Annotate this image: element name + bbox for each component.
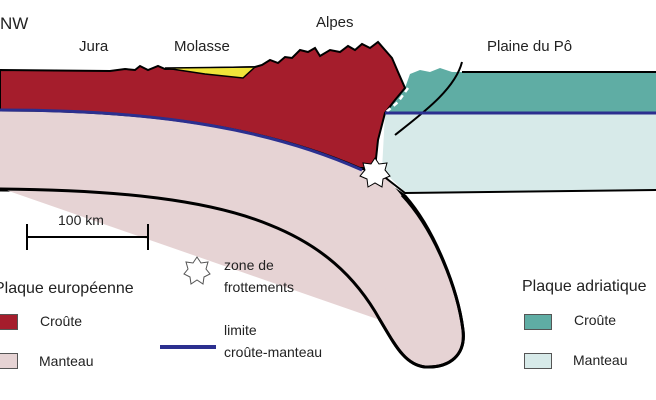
jura-label: Jura [79, 38, 109, 55]
ad-mantle-label: Manteau [573, 352, 628, 368]
friction-zone-star [359, 157, 391, 188]
plaine-label: Plaine du Pô [487, 38, 573, 55]
thrust-line [394, 61, 463, 136]
molasse-basin [164, 66, 257, 79]
adriatic-crust [385, 68, 656, 113]
suture-dashed [384, 87, 410, 114]
friction-legend-icon [183, 256, 211, 285]
ad-crust-swatch [524, 314, 552, 330]
eu-mantle-label: Manteau [39, 353, 94, 369]
moho-european [0, 108, 363, 172]
friction-label-2: frottements [224, 279, 295, 295]
ad-crust-label: Croûte [574, 312, 617, 328]
eu-crust-swatch [0, 314, 18, 330]
eu-mantle-swatch [0, 353, 18, 369]
scale-label: 100 km [58, 212, 104, 228]
moho-label-1: limite [224, 322, 257, 338]
scale-bar [26, 224, 149, 250]
friction-label-1: zone de [224, 257, 274, 273]
european-plate-title: Plaque européenne [0, 280, 134, 297]
orientation-label: NW [0, 14, 29, 33]
eu-crust-label: Croûte [40, 313, 83, 329]
molasse-label: Molasse [174, 38, 230, 55]
moho-label-2: croûte-manteau [224, 344, 323, 360]
ad-mantle-swatch [524, 353, 552, 369]
adriatic-plate-title: Plaque adriatique [522, 278, 647, 295]
adriatic-mantle [382, 113, 656, 192]
alpes-label: Alpes [316, 14, 354, 31]
